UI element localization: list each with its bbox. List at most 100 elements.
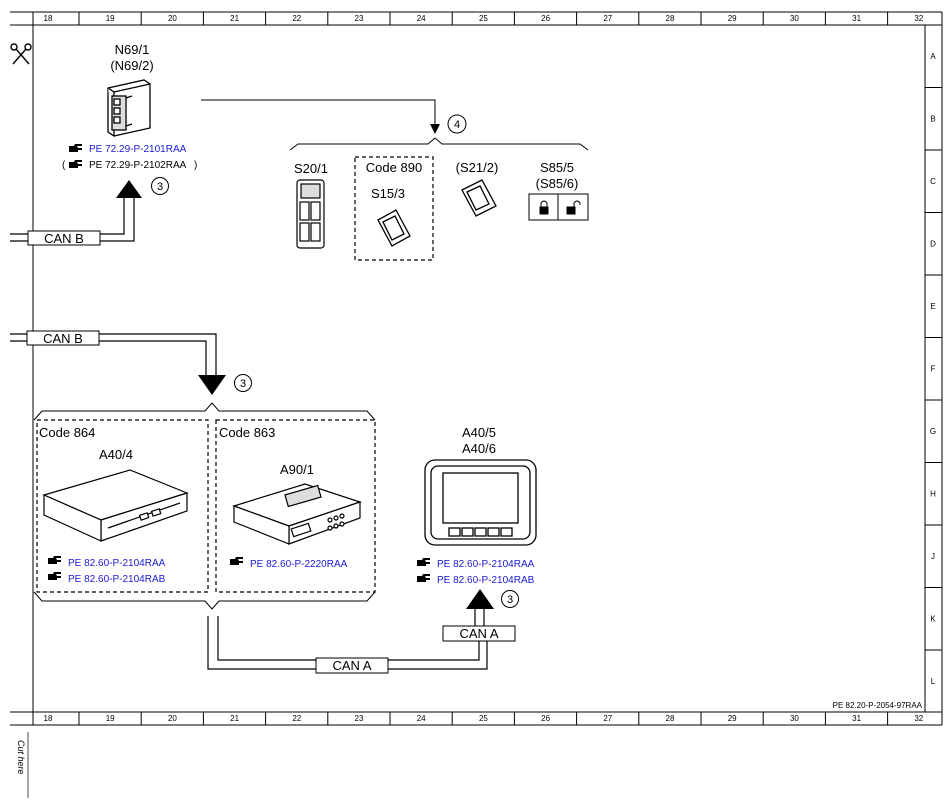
can-a-lower-box <box>315 657 389 674</box>
s20-label: S20/1 <box>294 161 328 176</box>
multimedia-group-top-bracket <box>33 402 376 421</box>
column-label: 26 <box>541 14 550 23</box>
column-label: 20 <box>168 14 177 23</box>
switch-s21-icon <box>461 179 497 217</box>
pointing-hand-icon <box>417 574 430 582</box>
marker-4 <box>447 114 467 134</box>
row-label: D <box>930 240 936 249</box>
n69-ref-2-open: ( <box>62 160 66 171</box>
row-label: A <box>930 52 936 61</box>
column-label: 28 <box>666 14 675 23</box>
column-label: 21 <box>230 14 239 23</box>
can-b-upper-box <box>27 230 101 246</box>
row-label: J <box>931 552 935 561</box>
column-label: 31 <box>852 14 861 23</box>
s15-label: S15/3 <box>371 186 405 201</box>
column-label: 24 <box>417 714 426 723</box>
switch-s15-icon <box>377 209 411 247</box>
marker-3-b <box>234 374 252 392</box>
column-label: 21 <box>230 714 239 723</box>
n69-label-2: (N69/2) <box>110 58 153 73</box>
column-label: 23 <box>355 714 364 723</box>
column-label: 22 <box>292 714 301 723</box>
s21-label: (S21/2) <box>456 160 499 175</box>
door-control-module-icon <box>107 79 151 137</box>
unlock-icon <box>566 200 581 215</box>
column-label: 24 <box>417 14 426 23</box>
column-label: 27 <box>603 14 612 23</box>
row-label: L <box>931 677 936 686</box>
pointing-hand-icon <box>230 557 243 565</box>
column-label: 19 <box>106 714 115 723</box>
column-label: 26 <box>541 714 550 723</box>
column-label: 29 <box>728 714 737 723</box>
a90-1-label: A90/1 <box>280 462 314 477</box>
column-label: 27 <box>603 714 612 723</box>
marker-4-text: 4 <box>454 119 460 131</box>
a40-5-label: A40/5 <box>462 425 496 440</box>
pointing-hand-icon <box>69 160 82 168</box>
row-label: H <box>930 490 936 499</box>
code-863-label: Code 863 <box>219 425 275 440</box>
column-label: 31 <box>852 714 861 723</box>
row-label: F <box>931 365 936 374</box>
arrow-up-icon <box>116 180 142 198</box>
marker-3-b-text: 3 <box>240 378 246 390</box>
code-864-box <box>36 419 209 593</box>
n69-ref-1: PE 72.29-P-2101RAA <box>89 144 187 155</box>
dvd-changer-icon <box>42 469 189 542</box>
pointing-hand-icon <box>417 558 430 566</box>
column-label: 32 <box>914 14 923 23</box>
a40-4-label: A40/4 <box>99 447 133 462</box>
s85-label-2: (S85/6) <box>536 176 579 191</box>
column-label: 23 <box>355 14 364 23</box>
code-890-label: Code 890 <box>366 160 422 175</box>
window-switch-block-icon <box>296 179 325 249</box>
switch-group-bracket <box>289 137 589 151</box>
n69-ref-2-close: ) <box>194 160 197 171</box>
a40-5-ref-2: PE 82.60-P-2104RAB <box>437 575 535 586</box>
column-label: 28 <box>666 714 675 723</box>
a40-6-label: A40/6 <box>462 441 496 456</box>
column-label: 30 <box>790 714 799 723</box>
pointing-hand-icon <box>69 144 82 152</box>
column-label: 30 <box>790 14 799 23</box>
tv-tuner-icon <box>232 483 362 545</box>
row-label: C <box>930 177 936 186</box>
a90-1-ref-1: PE 82.60-P-2220RAA <box>250 559 348 570</box>
can-a-upper-box <box>442 625 516 642</box>
can-a-upper-label: CAN A <box>459 626 498 641</box>
lock-switch-icon <box>528 193 589 221</box>
pointing-hand-icon <box>48 556 61 564</box>
can-b-lower-label: CAN B <box>43 331 83 346</box>
code-863-box <box>215 419 376 593</box>
a40-5-ref-1: PE 82.60-P-2104RAA <box>437 559 535 570</box>
can-b-lower-box <box>26 330 100 346</box>
multimedia-group-bottom-bracket <box>33 591 376 610</box>
column-label: 18 <box>44 14 53 23</box>
lock-icon <box>539 200 549 215</box>
arrow-down-icon <box>198 375 226 395</box>
column-label: 22 <box>292 14 301 23</box>
column-label: 20 <box>168 714 177 723</box>
pointing-hand-icon <box>48 572 61 580</box>
column-label: 25 <box>479 14 488 23</box>
cut-here-label: Cut here <box>16 740 26 775</box>
document-id: PE 82.20-P-2054-97RAA <box>833 701 923 710</box>
marker-3-c <box>501 590 519 608</box>
s85-label-1: S85/5 <box>540 160 574 175</box>
column-label: 19 <box>106 14 115 23</box>
column-ticks-top: 18 19 20 21 22 23 24 25 26 27 28 29 30 31 32 <box>44 12 924 25</box>
frame <box>10 11 943 798</box>
row-label: G <box>930 427 936 436</box>
n69-ref-2: PE 72.29-P-2102RAA <box>89 160 187 171</box>
arrow-down-icon <box>430 124 440 134</box>
column-label: 25 <box>479 714 488 723</box>
column-label: 29 <box>728 14 737 23</box>
column-label: 32 <box>914 714 923 723</box>
can-b-upper-label: CAN B <box>44 231 84 246</box>
marker-3-a-text: 3 <box>157 181 163 193</box>
marker-3-c-text: 3 <box>507 594 513 606</box>
